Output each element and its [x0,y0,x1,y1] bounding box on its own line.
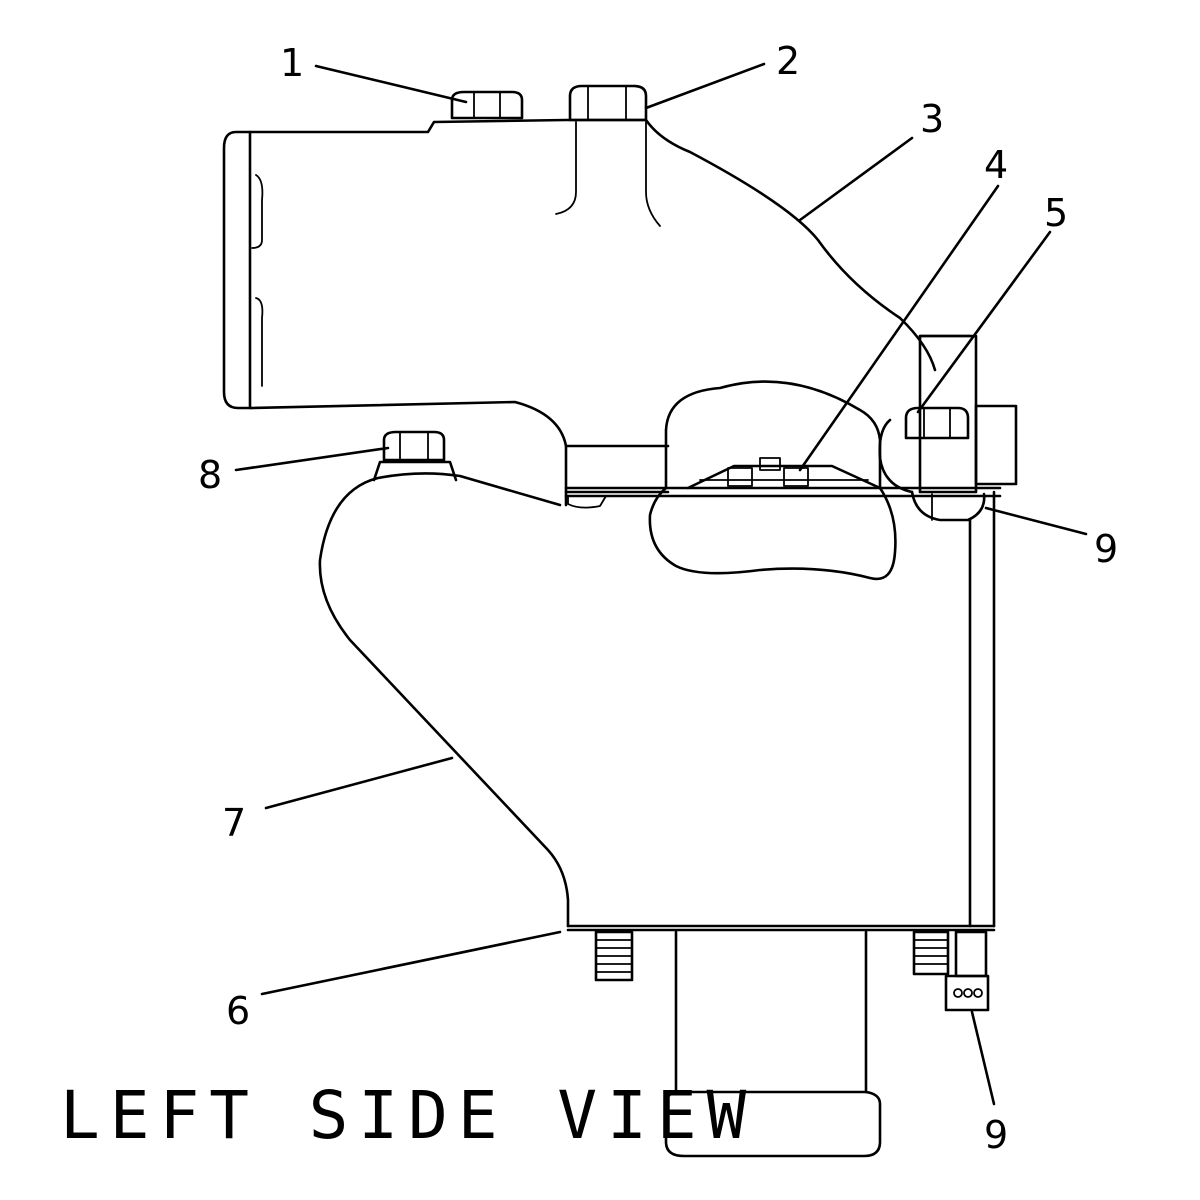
callout-5: 5 [1044,191,1068,235]
callout-8: 8 [198,453,222,497]
bottom-stud-right [912,930,950,976]
view-title: LEFT SIDE VIEW [60,1077,756,1154]
breakaway-section [564,380,1002,581]
callouts: 1 2 3 4 5 6 7 8 9 9 [198,39,1118,1157]
nut-8 [382,430,446,462]
upper-elbow [222,118,937,507]
nut-5 [904,406,970,440]
nut-1 [450,90,524,120]
callout-9-upper: 9 [1094,527,1118,571]
lower-housing [318,460,996,932]
callout-1: 1 [280,41,304,85]
outlet-pipe [664,930,882,1158]
callout-7: 7 [222,801,246,845]
callout-2: 2 [776,39,800,83]
bottom-stud-left [594,930,634,982]
callout-3: 3 [920,97,944,141]
callout-4: 4 [984,143,1008,187]
callout-6: 6 [226,989,250,1033]
leader-lines [234,62,1088,1106]
drain-fitting-9 [944,930,990,1012]
callout-9-lower: 9 [984,1113,1008,1157]
bolt-2 [568,84,648,122]
right-bracket [878,334,1018,522]
